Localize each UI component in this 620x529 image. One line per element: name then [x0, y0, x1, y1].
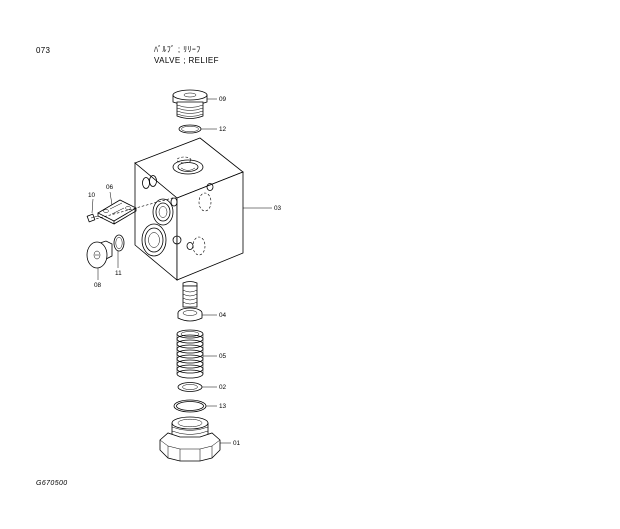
part-12-o-ring	[178, 124, 202, 134]
part-11-o-ring	[113, 234, 125, 252]
callout-04: 04	[219, 312, 227, 319]
part-13-o-ring	[173, 399, 207, 413]
figure-code: G670500	[36, 480, 68, 487]
callout-02: 02	[219, 384, 227, 391]
callout-08: 08	[94, 282, 102, 289]
title-english: VALVE ; RELIEF	[154, 56, 219, 65]
leader-06	[109, 191, 113, 206]
part-02-washer	[177, 382, 203, 392]
part-04-poppet	[177, 281, 203, 322]
callout-11: 11	[115, 270, 122, 277]
callout-10: 10	[88, 192, 96, 199]
part-03-valve-body	[134, 137, 244, 281]
callout-12: 12	[219, 126, 227, 133]
callout-09: 09	[219, 96, 227, 103]
title-japanese: ﾊﾞﾙﾌﾞ ; ﾘﾘｰﾌ	[154, 45, 201, 54]
part-08-plug	[86, 240, 113, 269]
leader-10	[91, 198, 94, 214]
callout-06: 06	[106, 184, 114, 191]
part-09-plug	[172, 89, 208, 119]
callout-01: 01	[233, 440, 241, 447]
callout-13: 13	[219, 403, 227, 410]
part-05-spring	[176, 329, 204, 379]
centerline-side	[91, 196, 177, 221]
part-01-plug	[159, 416, 221, 462]
part-06-plate	[97, 199, 137, 225]
part-10-screw	[86, 213, 99, 223]
title-block: ﾊﾞﾙﾌﾞ ; ﾘﾘｰﾌ VALVE ; RELIEF	[154, 44, 219, 66]
page-number: 073	[36, 46, 51, 55]
callout-03: 03	[274, 205, 282, 212]
callout-05: 05	[219, 353, 227, 360]
